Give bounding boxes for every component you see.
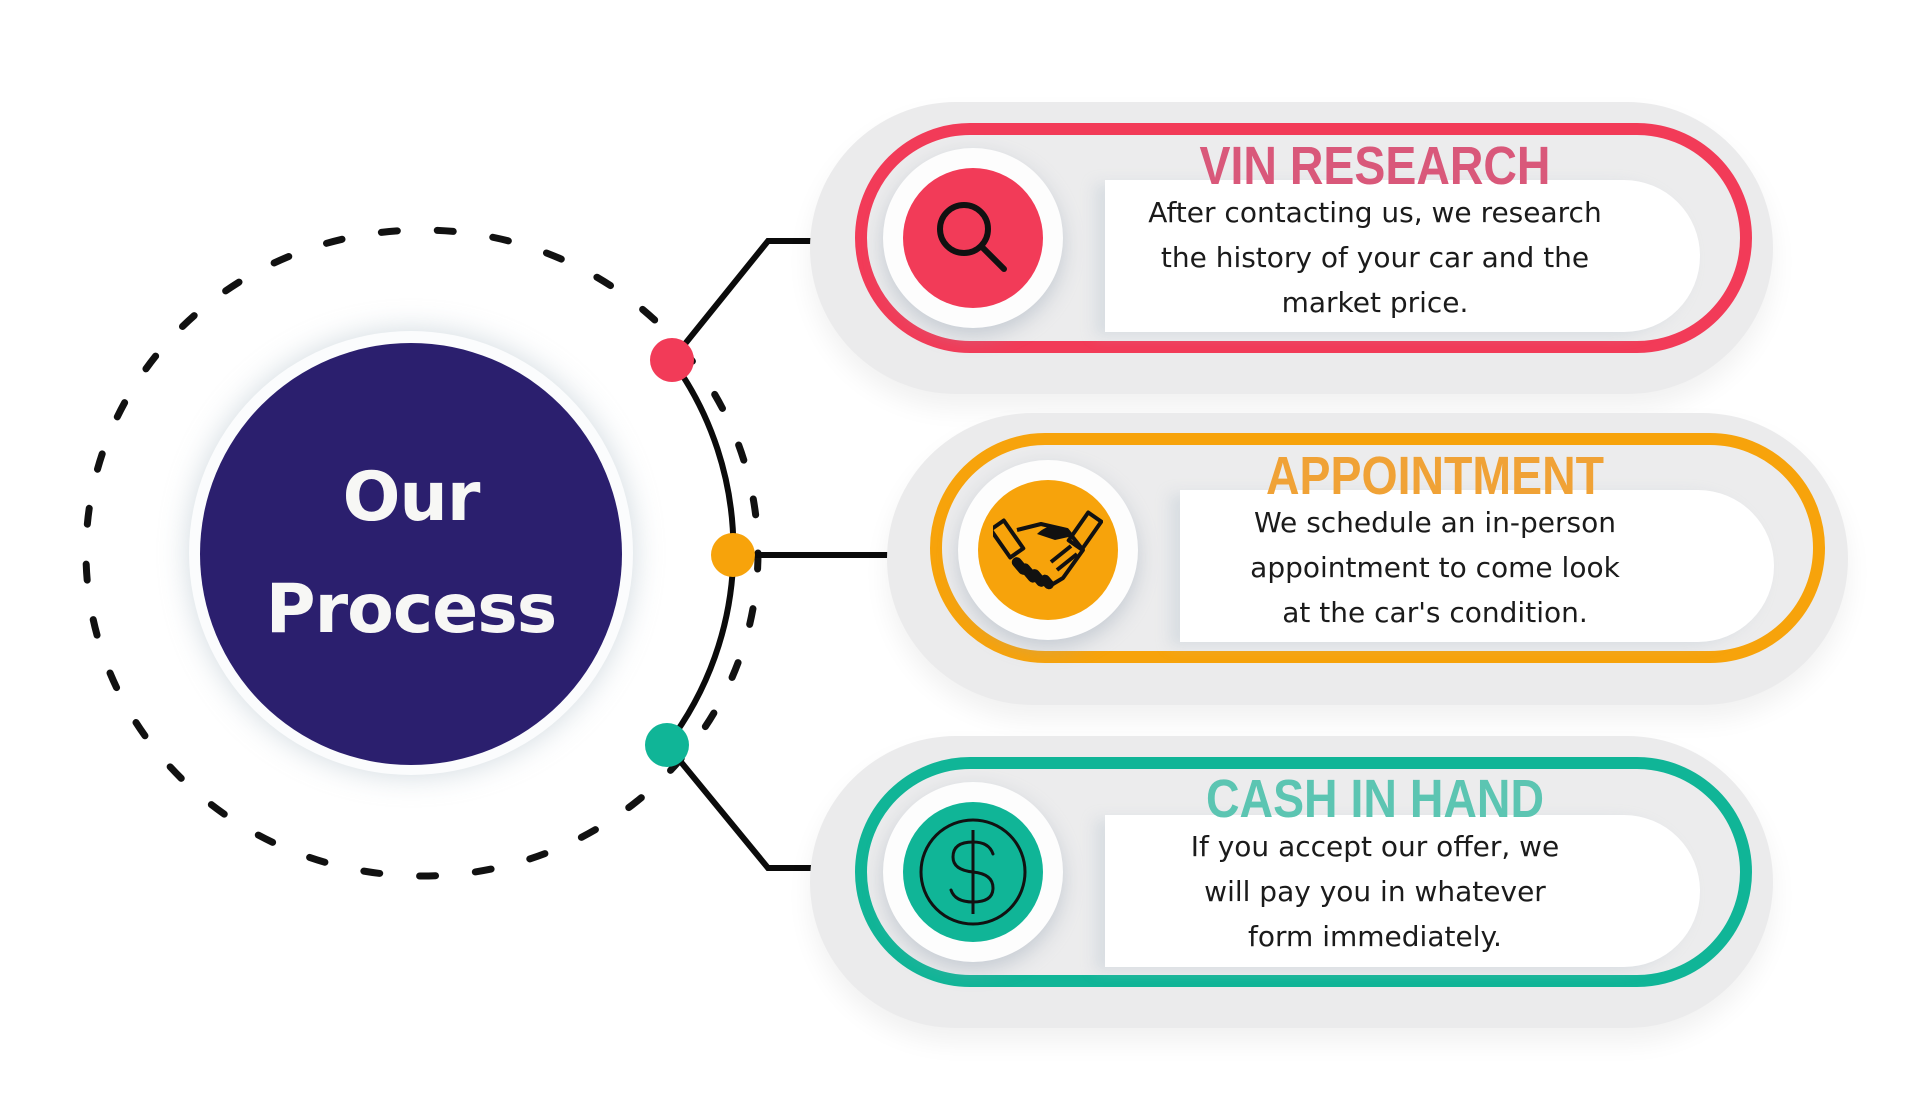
step-title: APPOINTMENT xyxy=(1265,446,1604,506)
step-title: CASH IN HAND xyxy=(1205,769,1544,829)
dollar-coin-icon xyxy=(903,802,1043,942)
step-title: VIN RESEARCH xyxy=(1199,136,1551,196)
hub-title-line2: Process xyxy=(265,570,557,649)
node-dot-cash xyxy=(645,723,689,767)
magnifier-icon xyxy=(903,168,1043,308)
node-dot-appointment xyxy=(711,533,755,577)
hub-circle: Our Process xyxy=(200,343,622,765)
icon-ring xyxy=(958,460,1138,640)
step-description: We schedule an in-person appointment to … xyxy=(1250,506,1620,629)
card-text-panel xyxy=(1105,815,1700,967)
icon-ring xyxy=(883,148,1063,328)
step-description: After contacting us, we research the his… xyxy=(1148,196,1602,319)
card-text-panel xyxy=(1180,490,1774,642)
step-description: If you accept our offer, we will pay you… xyxy=(1190,830,1560,953)
hub-title-line1: Our xyxy=(342,458,481,537)
icon-ring xyxy=(883,782,1063,962)
node-dot-vin xyxy=(650,338,694,382)
card-text-panel xyxy=(1105,180,1700,332)
handshake-icon xyxy=(978,480,1118,620)
